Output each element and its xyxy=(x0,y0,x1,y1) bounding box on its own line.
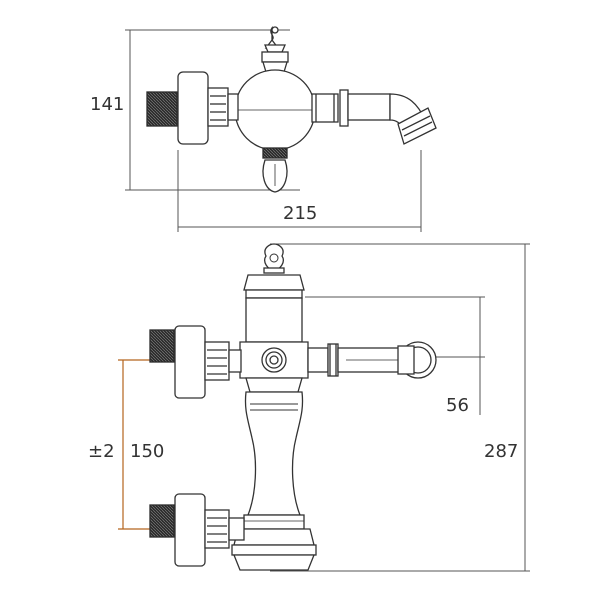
front-spout xyxy=(307,341,437,379)
dimension-label-150: 150 xyxy=(130,441,165,462)
dimension-label-56: 56 xyxy=(446,395,469,416)
top-finial xyxy=(261,25,289,73)
front-left-upper-inlet xyxy=(149,325,242,399)
front-vase xyxy=(244,391,304,516)
dimension-label-tolerance: ±2 xyxy=(88,441,115,462)
dimension-label-215: 215 xyxy=(283,203,318,224)
top-spout xyxy=(311,89,437,145)
top-view xyxy=(125,25,437,232)
dim-lines-top xyxy=(125,29,422,232)
front-finial xyxy=(243,243,305,299)
top-left-inlet xyxy=(146,71,239,145)
front-left-lower-inlet xyxy=(149,493,245,567)
front-base xyxy=(231,514,317,571)
dimension-label-141: 141 xyxy=(90,94,125,115)
front-upper-body xyxy=(239,297,309,393)
top-bottom-drop xyxy=(262,147,288,193)
front-view xyxy=(118,243,530,572)
dim-lines-front xyxy=(270,243,530,572)
dimension-label-287: 287 xyxy=(484,441,519,462)
